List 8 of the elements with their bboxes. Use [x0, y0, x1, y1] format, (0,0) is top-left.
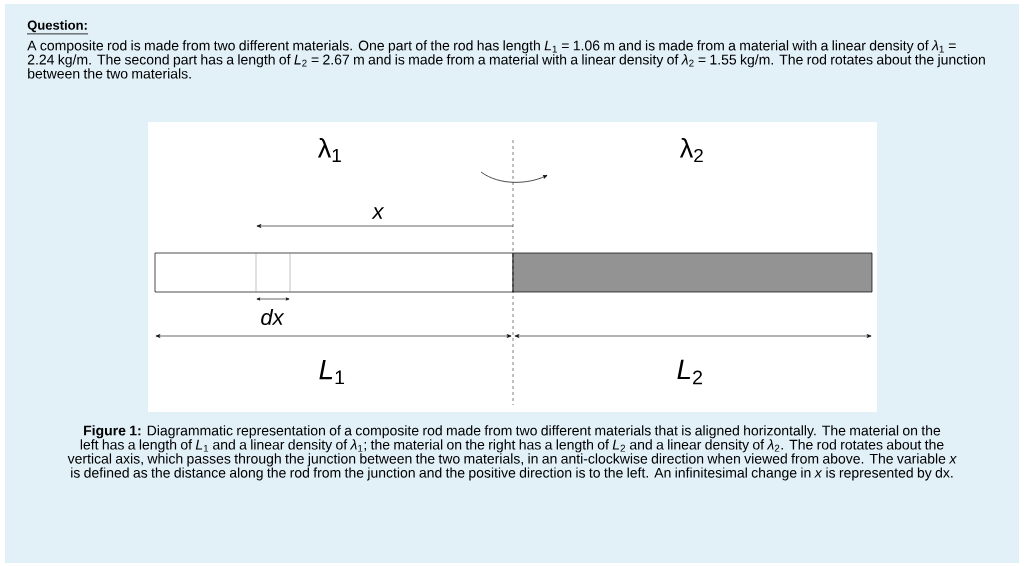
question-text: A composite rod is made from two different materials. One part of the rod has length L$_{1}$ = 1.06 m and is made from a material with a linear density of λ$_{1}$ = 2.24 kg/m. The second part has a length of L$_{2}$ = 2.67 m and is made from a material with a linear density of λ$_{2}$ = 1.55 kg/m. The rod rotates about the junction between the two materials.	[27, 40, 985, 79]
question-title: Question:	[26, 20, 89, 35]
length-label: L$_{2}$	[677, 359, 702, 385]
variable-label: dx	[261, 308, 285, 326]
variable-label: x	[371, 207, 385, 219]
symbol-label: λ$_{2}$	[679, 137, 703, 163]
length-label: L$_{1}$	[319, 359, 345, 385]
symbol-label: λ$_{1}$	[317, 138, 341, 162]
